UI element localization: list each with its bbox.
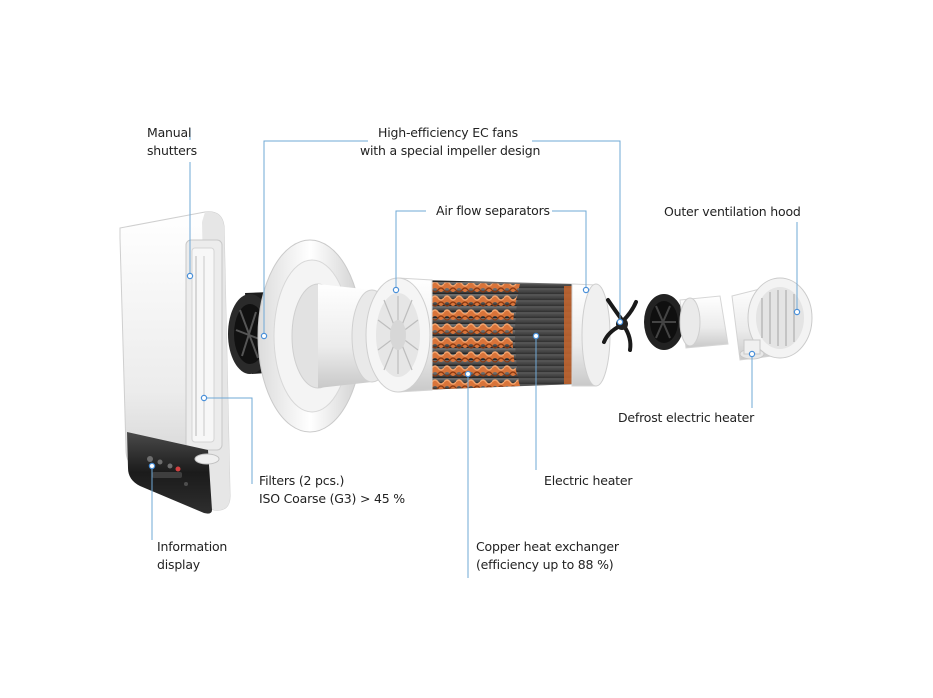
label-air-flow-separators: Air flow separators — [436, 203, 550, 218]
display-base — [127, 432, 212, 514]
label-information-display: Information display — [157, 539, 228, 572]
callout-ec-fans-right — [532, 140, 621, 322]
wall-panel — [119, 211, 231, 514]
dot-separator-right — [582, 286, 590, 294]
dot-copper — [464, 370, 472, 378]
label-copper-heat-exchanger: Copper heat exchanger (efficiency up to … — [476, 539, 619, 572]
dot-defrost — [748, 350, 756, 358]
dot-manual-shutters — [186, 272, 194, 280]
dot-outer-hood — [793, 308, 801, 316]
dot-ec-fan-right — [616, 318, 624, 326]
callout-separators-right — [552, 210, 587, 290]
callout-ec-fans-left — [263, 140, 368, 336]
label-manual-shutters: Manual shutters — [147, 125, 197, 158]
label-filters: Filters (2 pcs.) ISO Coarse (G3) > 45 % — [259, 473, 405, 506]
callout-separators-left — [395, 210, 426, 290]
label-outer-ventilation-hood: Outer ventilation hood — [664, 204, 801, 219]
label-ec-fans: High-efficiency EC fans with a special i… — [360, 125, 541, 158]
dot-display — [148, 462, 156, 470]
callout-dots — [148, 272, 801, 470]
dot-filters — [200, 394, 208, 402]
dot-electric-heater — [532, 332, 540, 340]
dot-separator-left — [392, 286, 400, 294]
heat-exchanger — [365, 277, 611, 393]
callout-lines — [151, 128, 798, 578]
label-defrost-heater: Defrost electric heater — [618, 410, 755, 425]
ec-fan-outer — [602, 294, 729, 352]
shutter-slot — [185, 239, 223, 451]
outer-ventilation-hood — [731, 277, 813, 361]
mounting-flange — [257, 239, 393, 433]
dot-ec-fan-left — [260, 332, 268, 340]
label-electric-heater: Electric heater — [544, 473, 633, 488]
callout-filters — [204, 397, 253, 484]
